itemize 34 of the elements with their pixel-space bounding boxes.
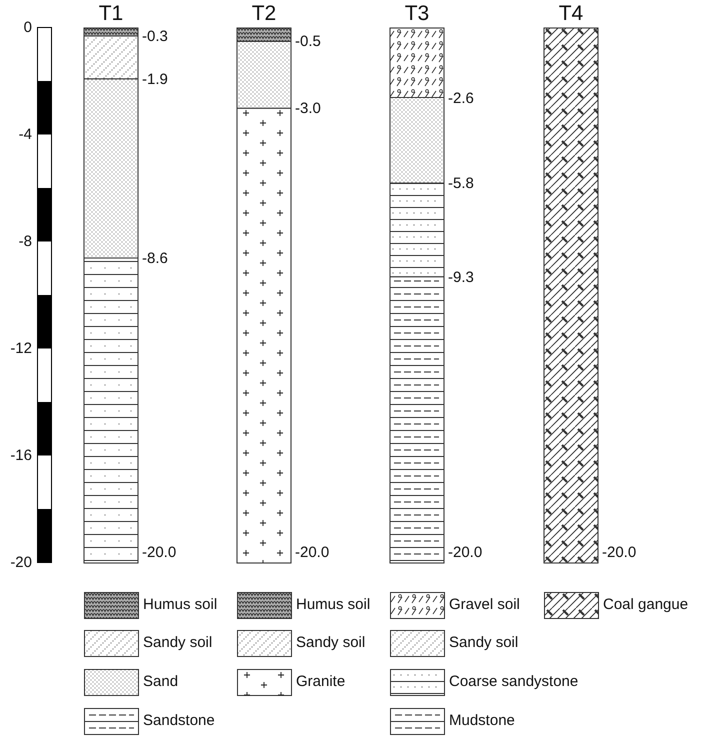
legend-label: Sandy soil — [296, 635, 366, 651]
depth-label: -0.5 — [295, 34, 321, 50]
legend-label: Sandy soil — [449, 635, 518, 651]
depth-label: -20.0 — [448, 545, 482, 562]
depth-label: -20.0 — [602, 545, 636, 562]
legend-label: Humus soil — [143, 597, 218, 613]
legend-label: Mudstone — [449, 713, 515, 729]
legend-label: Sandy soil — [143, 635, 212, 651]
legend-label: Sandstone — [143, 713, 215, 729]
depth-label: -1.9 — [142, 72, 168, 88]
legend-label: Granite — [296, 674, 346, 690]
depth-label: -20.0 — [295, 545, 330, 562]
depth-label: -9.3 — [448, 270, 474, 286]
scale-tick-label: 0 — [24, 20, 32, 36]
legend-label: Coal gangue — [603, 597, 688, 613]
scale-tick-label: -20 — [10, 555, 32, 571]
column-heading: T4 — [558, 3, 584, 25]
legend-label: Humus soil — [296, 597, 370, 613]
legend-label: Sand — [143, 674, 178, 690]
depth-label: -5.8 — [448, 176, 474, 192]
legend-label: Coarse sandystone — [449, 674, 578, 690]
depth-label: -0.3 — [142, 29, 168, 46]
depth-label: -2.6 — [448, 90, 474, 107]
depth-label: -20.0 — [142, 545, 176, 562]
scale-tick-label: -12 — [10, 341, 32, 357]
column-heading: T1 — [98, 3, 124, 25]
scale-tick-label: -8 — [18, 234, 32, 250]
depth-label: -3.0 — [295, 101, 321, 118]
legend-label: Gravel soil — [449, 597, 520, 613]
column-heading: T2 — [250, 3, 278, 25]
depth-label: -8.6 — [142, 251, 168, 268]
column-heading: T3 — [404, 3, 430, 25]
scale-tick-label: -16 — [10, 448, 32, 464]
scale-tick-label: -4 — [18, 127, 32, 143]
